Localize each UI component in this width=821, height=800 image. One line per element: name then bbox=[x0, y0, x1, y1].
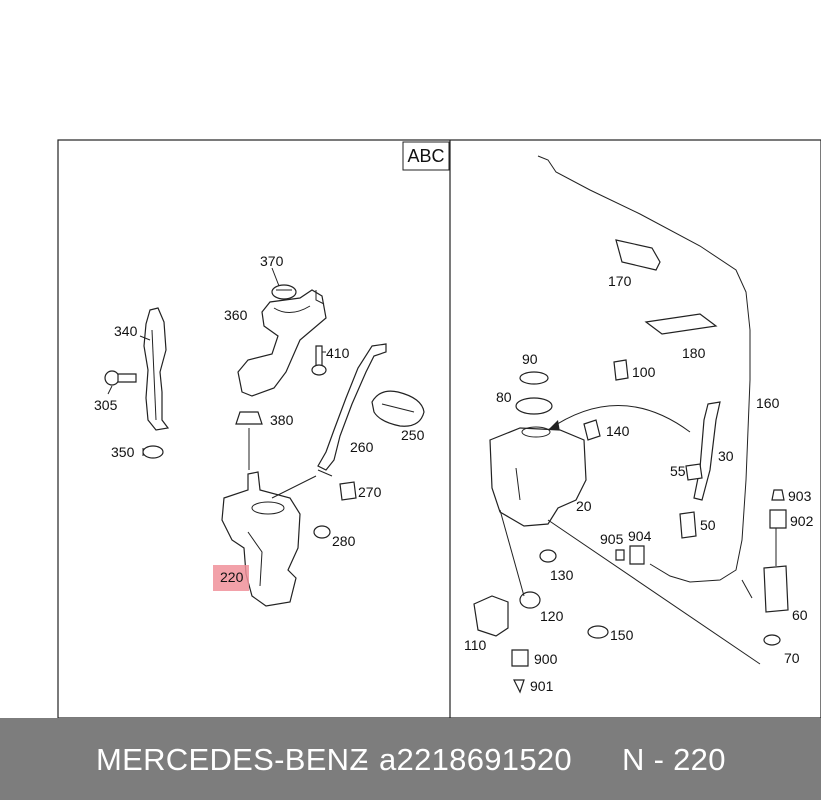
label-410: 410 bbox=[326, 345, 350, 361]
part-30-bracket[interactable] bbox=[693, 401, 721, 501]
label-50: 50 bbox=[700, 517, 716, 533]
part-170[interactable] bbox=[615, 239, 661, 271]
part-903[interactable] bbox=[771, 489, 785, 501]
label-270: 270 bbox=[358, 484, 382, 500]
label-380: 380 bbox=[270, 412, 294, 428]
label-170: 170 bbox=[608, 273, 632, 289]
label-370: 370 bbox=[260, 253, 284, 269]
part-160-hose[interactable] bbox=[537, 155, 751, 583]
label-260: 260 bbox=[350, 439, 374, 455]
label-20: 20 bbox=[576, 498, 592, 514]
diagram-frame bbox=[57, 139, 821, 718]
label-120: 120 bbox=[540, 608, 564, 624]
part-360-filler-neck[interactable] bbox=[237, 289, 327, 397]
label-340: 340 bbox=[114, 323, 138, 339]
label-305: 305 bbox=[94, 397, 118, 413]
part-905[interactable] bbox=[615, 549, 625, 561]
part-280-grommet[interactable] bbox=[313, 525, 331, 539]
label-130: 130 bbox=[550, 567, 574, 583]
part-180-pad[interactable] bbox=[644, 313, 718, 335]
footer-separator: - bbox=[358, 742, 369, 777]
label-140: 140 bbox=[606, 423, 630, 439]
part-60-pump[interactable] bbox=[763, 565, 789, 613]
label-160: 160 bbox=[756, 395, 780, 411]
part-50[interactable] bbox=[679, 511, 697, 539]
label-904: 904 bbox=[628, 528, 652, 544]
right-panel bbox=[473, 155, 789, 694]
label-55: 55 bbox=[670, 463, 686, 479]
label-180: 180 bbox=[682, 345, 706, 361]
part-20-reservoir[interactable] bbox=[489, 427, 587, 527]
part-370-cap[interactable] bbox=[271, 284, 297, 300]
highlight-220 bbox=[213, 565, 249, 591]
part-380-grommet[interactable] bbox=[235, 411, 263, 425]
part-902[interactable] bbox=[769, 509, 787, 529]
panel-tag-box bbox=[402, 141, 450, 171]
label-60: 60 bbox=[792, 607, 808, 623]
part-140[interactable] bbox=[583, 419, 601, 441]
part-100[interactable] bbox=[613, 359, 629, 381]
label-901: 901 bbox=[530, 678, 554, 694]
label-90: 90 bbox=[522, 351, 538, 367]
part-904[interactable] bbox=[629, 545, 645, 565]
part-260-hose[interactable] bbox=[317, 343, 387, 471]
label-905: 905 bbox=[600, 531, 624, 547]
panel-tag: ABC bbox=[407, 146, 444, 166]
left-panel bbox=[104, 267, 425, 607]
footer-bar: MERCEDES-BENZ - a2218691520 N - 220 bbox=[0, 718, 821, 800]
label-100: 100 bbox=[632, 364, 656, 380]
part-80-ring[interactable] bbox=[515, 397, 553, 415]
label-360: 360 bbox=[224, 307, 248, 323]
part-270-clip[interactable] bbox=[339, 481, 357, 501]
label-150: 150 bbox=[610, 627, 634, 643]
footer-part-number: a2218691520 bbox=[379, 742, 572, 777]
label-80: 80 bbox=[496, 389, 512, 405]
label-70: 70 bbox=[784, 650, 800, 666]
part-90-cap[interactable] bbox=[519, 371, 549, 385]
label-280: 280 bbox=[332, 533, 356, 549]
label-900: 900 bbox=[534, 651, 558, 667]
part-150[interactable] bbox=[587, 625, 609, 639]
parts-diagram: ABC bbox=[57, 139, 821, 718]
label-30: 30 bbox=[718, 448, 734, 464]
part-410-screw[interactable] bbox=[315, 345, 323, 367]
part-55[interactable] bbox=[685, 463, 703, 481]
footer-position: N - 220 bbox=[622, 742, 726, 777]
part-70[interactable] bbox=[763, 634, 781, 646]
part-900[interactable] bbox=[511, 649, 529, 667]
part-120[interactable] bbox=[519, 591, 541, 609]
label-250: 250 bbox=[401, 427, 425, 443]
label-110: 110 bbox=[464, 637, 487, 653]
label-220: 220 bbox=[220, 569, 244, 585]
part-305-bolt[interactable] bbox=[104, 370, 120, 386]
label-350: 350 bbox=[111, 444, 135, 460]
label-902: 902 bbox=[790, 513, 814, 529]
footer-brand: MERCEDES-BENZ bbox=[96, 742, 369, 777]
part-901[interactable] bbox=[513, 679, 525, 694]
part-130[interactable] bbox=[539, 549, 557, 563]
part-350-grommet[interactable] bbox=[142, 445, 164, 459]
part-340-bracket[interactable] bbox=[143, 307, 170, 431]
part-250-tray[interactable] bbox=[371, 390, 425, 427]
label-903: 903 bbox=[788, 488, 812, 504]
part-220-reservoir[interactable] bbox=[221, 471, 301, 607]
part-110-motor[interactable] bbox=[473, 595, 509, 637]
